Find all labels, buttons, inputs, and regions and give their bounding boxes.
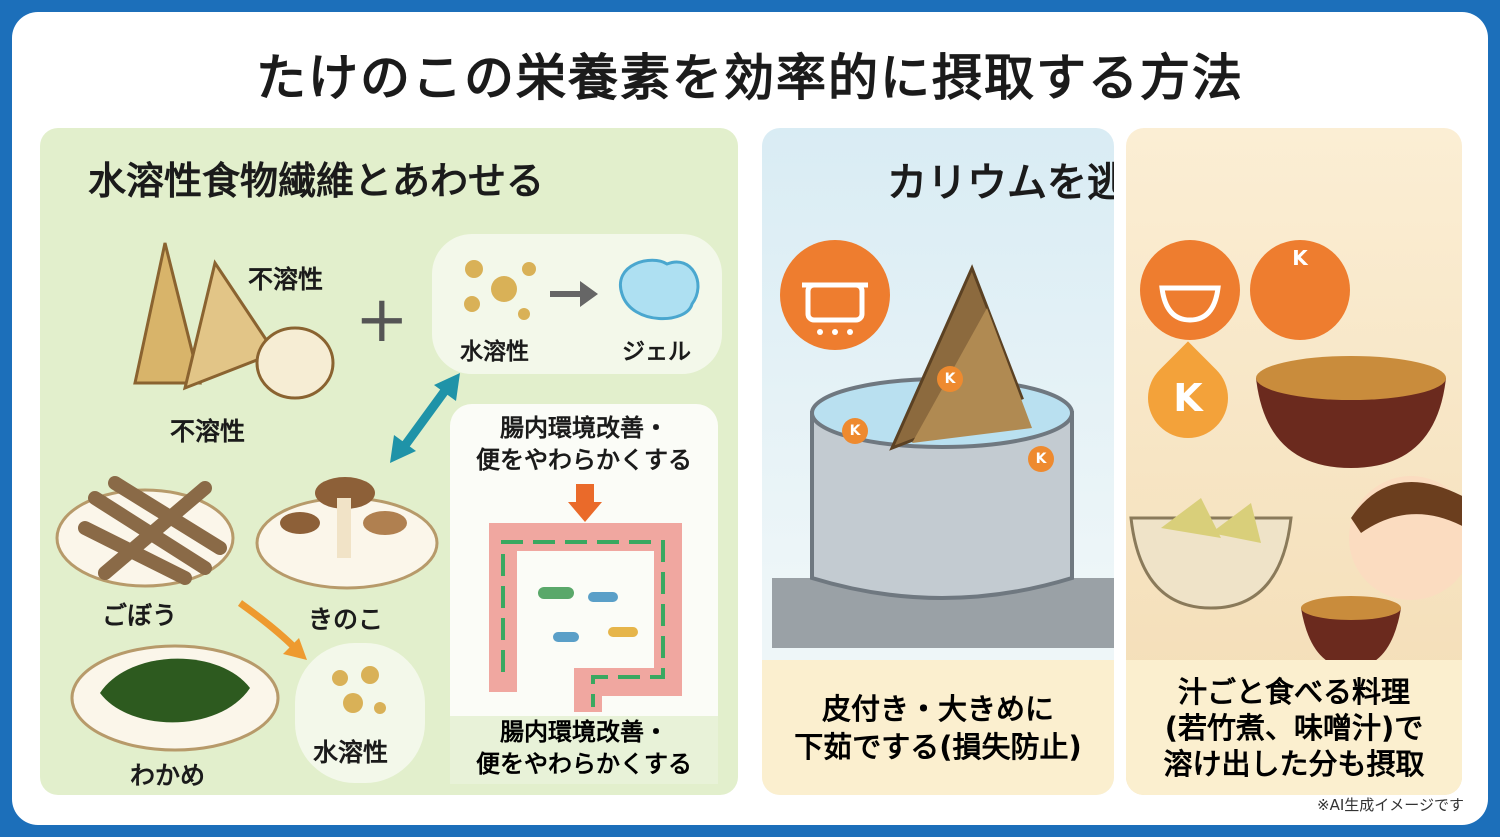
arrow-right-icon	[550, 281, 598, 307]
orange-arrow-icon	[237, 600, 307, 660]
page-title: たけのこの栄養素を効率的に摂取する方法	[256, 49, 1244, 107]
soluble-label: 水溶性	[313, 738, 389, 767]
soup-pot-icon	[1140, 240, 1240, 340]
panel-heading: 水溶性食物繊維とあわせる	[88, 159, 545, 203]
wakame-label: わかめ	[130, 761, 206, 790]
gel-label: ジェル	[622, 339, 691, 365]
soluble-to-gel-bubble: 水溶性 ジェル	[432, 234, 722, 374]
soluble-particles-icon	[332, 666, 386, 714]
potassium-caption: 皮付き・大きめに 下茹でする(損失防止)	[762, 660, 1114, 795]
gut-health-box: 腸内環境改善・ 便をやわらかくする 腸内環境改善・ 便をやわらかくする	[450, 404, 718, 784]
potassium-badge: K	[842, 418, 868, 444]
gut-benefit-text: 腸内環境改善・ 便をやわらかくする	[476, 414, 692, 474]
wakame-plate-illustration	[70, 644, 280, 752]
wakatakeni-bowl-illustration	[1129, 498, 1293, 610]
panel-potassium-boil: カリウムを逃さない K K K 皮付き・大きめに 下茹でする(損失防止)	[762, 128, 1114, 795]
kinoko-label: きのこ	[308, 605, 384, 634]
plus-icon: +	[355, 283, 409, 357]
down-arrow-icon	[568, 484, 602, 522]
bamboo-shoot-illustration	[133, 242, 335, 400]
pot-with-bamboo-illustration	[772, 264, 1114, 648]
gel-icon	[618, 258, 700, 321]
panel-soluble-fiber: 水溶性食物繊維とあわせる 不溶性 不溶性 + 水溶性 ジェル ごぼう きのこ わ…	[40, 128, 738, 795]
panel-soup-dishes: K K 汁ごと食べる料理 (若竹煮、味噌汁)で 溶け出した分も摂取	[1126, 128, 1462, 795]
double-arrow-icon	[390, 373, 460, 463]
potassium-badge: K	[1028, 446, 1054, 472]
insoluble-label: 不溶性	[170, 417, 246, 446]
gobo-label: ごぼう	[102, 601, 178, 630]
child-drinking-soup-illustration	[1301, 476, 1462, 668]
miso-soup-bowl-illustration	[1256, 356, 1446, 468]
boiling-pot-icon	[780, 240, 890, 350]
miso-soup-icon: K	[1250, 240, 1350, 340]
ai-generated-note: ※AI生成イメージです	[1317, 796, 1464, 814]
insoluble-label: 不溶性	[248, 265, 324, 294]
soluble-particles-icon	[464, 260, 536, 320]
intestine-illustration	[489, 523, 682, 712]
soluble-bubble: 水溶性	[295, 643, 425, 783]
gobo-plate-illustration	[55, 476, 235, 588]
potassium-badge: K	[937, 366, 963, 392]
soup-caption: 汁ごと食べる料理 (若竹煮、味噌汁)で 溶け出した分も摂取	[1126, 660, 1462, 795]
soluble-label: 水溶性	[460, 339, 529, 365]
panel-heading: カリウムを逃さない	[887, 160, 1114, 206]
gut-benefit-caption: 腸内環境改善・ 便をやわらかくする	[450, 716, 718, 784]
potassium-drop-label: K	[1173, 376, 1203, 420]
mushroom-plate-illustration	[255, 477, 439, 590]
